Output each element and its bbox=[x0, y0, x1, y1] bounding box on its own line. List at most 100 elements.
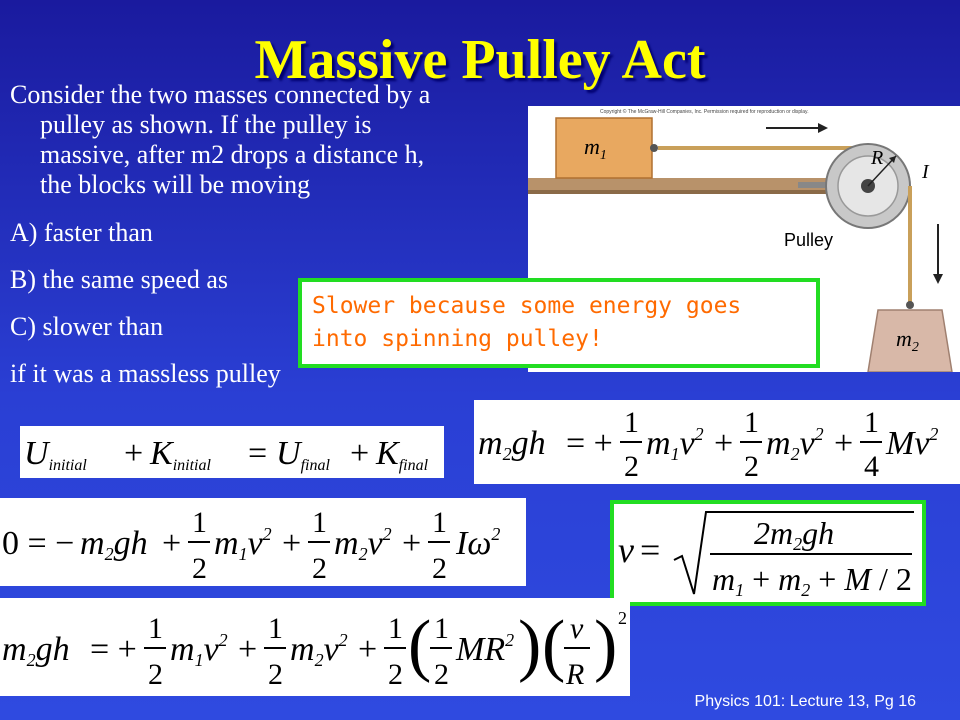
answer-callout: Slower because some energy goes into spi… bbox=[298, 278, 820, 368]
svg-text:=: = bbox=[248, 435, 267, 472]
table-surface bbox=[528, 178, 828, 192]
svg-text:2: 2 bbox=[624, 450, 639, 483]
svg-text:m1v2: m1v2 bbox=[646, 424, 704, 464]
svg-text:2: 2 bbox=[744, 450, 759, 483]
svg-text:m2gh: m2gh bbox=[80, 525, 148, 564]
equation-4-svg: v = 2m2gh m1 + m2 + M / 2 bbox=[618, 511, 914, 600]
radius-label: R bbox=[870, 147, 883, 169]
svg-text:Ufinal: Ufinal bbox=[276, 435, 330, 474]
block-m2 bbox=[867, 309, 953, 372]
copyright-text: Copyright © The McGraw-Hill Companies, I… bbox=[600, 108, 809, 115]
question-line: Consider the two masses connected by a bbox=[10, 80, 431, 109]
svg-text:1: 1 bbox=[624, 406, 639, 439]
m2-label: m2 bbox=[896, 326, 919, 355]
svg-text:Kfinal: Kfinal bbox=[375, 435, 429, 474]
svg-text:m2v2: m2v2 bbox=[334, 524, 392, 564]
answer-line: Slower because some energy goes bbox=[312, 293, 742, 319]
svg-text:1: 1 bbox=[388, 612, 403, 645]
block-m1 bbox=[555, 117, 653, 179]
slide-footer: Physics 101: Lecture 13, Pg 16 bbox=[694, 693, 916, 710]
svg-text:+: + bbox=[282, 525, 301, 562]
hook-m2 bbox=[906, 301, 914, 309]
svg-text:): ) bbox=[594, 607, 617, 684]
svg-text:2: 2 bbox=[434, 658, 449, 691]
svg-text:0 = −: 0 = − bbox=[2, 525, 74, 562]
question-line: the blocks will be moving bbox=[40, 170, 311, 199]
m1-label: m1 bbox=[584, 134, 607, 163]
option-a: A) faster than bbox=[10, 218, 153, 247]
current-label: I bbox=[921, 161, 930, 183]
svg-text:1: 1 bbox=[312, 506, 327, 539]
svg-text:2: 2 bbox=[432, 552, 447, 585]
svg-text:2: 2 bbox=[312, 552, 327, 585]
pulley-diagram: Copyright © The McGraw-Hill Companies, I… bbox=[528, 108, 953, 372]
svg-text:= +: = + bbox=[90, 631, 137, 668]
svg-text:1: 1 bbox=[148, 612, 163, 645]
svg-text:2m2gh: 2m2gh bbox=[754, 515, 834, 554]
table-edge bbox=[528, 190, 828, 194]
svg-text:Uinitial: Uinitial bbox=[24, 435, 87, 474]
svg-text:m2gh: m2gh bbox=[2, 631, 70, 670]
equation-5-svg: m2gh = + 12 m1v2 + 12 m2v2 + 12 ( 12 MR2… bbox=[2, 607, 627, 691]
svg-text:+: + bbox=[714, 425, 733, 462]
equation-2-svg: m2gh = + 1 2 m1v2 + 1 2 m2v2 + 1 4 Mv2 bbox=[478, 406, 938, 483]
svg-text:1: 1 bbox=[268, 612, 283, 645]
option-c: C) slower than bbox=[10, 312, 164, 341]
svg-text:1: 1 bbox=[432, 506, 447, 539]
equation-3-svg: 0 = − m2gh + 12 m1v2 + 12 m2v2 + 12 Iω2 bbox=[2, 506, 500, 585]
svg-text:+: + bbox=[834, 425, 853, 462]
svg-text:= +: = + bbox=[566, 425, 613, 462]
hook-m1 bbox=[650, 144, 658, 152]
svg-text:+: + bbox=[124, 435, 143, 472]
option-tail: if it was a massless pulley bbox=[10, 359, 281, 388]
svg-text:(: ( bbox=[542, 607, 565, 684]
svg-text:+: + bbox=[162, 525, 181, 562]
pulley-label: Pulley bbox=[784, 230, 833, 250]
svg-text:1: 1 bbox=[864, 406, 879, 439]
svg-text:R: R bbox=[565, 658, 584, 691]
equation-energy-conservation: Uinitial + Kinitial = Ufinal + Kfinal bbox=[20, 426, 444, 478]
radius-arrow bbox=[867, 155, 897, 187]
svg-text:m1 + m2 + M / 2: m1 + m2 + M / 2 bbox=[712, 561, 912, 600]
svg-text:m2v2: m2v2 bbox=[766, 424, 824, 464]
question-text: Consider the two masses connected by a p… bbox=[10, 80, 530, 389]
arrow-down-head bbox=[933, 274, 943, 284]
svg-text:1: 1 bbox=[434, 612, 449, 645]
svg-text:+: + bbox=[402, 525, 421, 562]
answer-line: into spinning pulley! bbox=[312, 326, 603, 352]
radius-arrow-head bbox=[889, 156, 896, 163]
svg-text:m2gh: m2gh bbox=[478, 425, 546, 464]
svg-text:Mv2: Mv2 bbox=[885, 424, 938, 462]
question-line: pulley as shown. If the pulley is bbox=[40, 110, 372, 139]
svg-text:(: ( bbox=[408, 607, 431, 684]
svg-text:v: v bbox=[618, 530, 634, 570]
svg-text:4: 4 bbox=[864, 450, 879, 483]
svg-text:2: 2 bbox=[388, 658, 403, 691]
svg-text:1: 1 bbox=[744, 406, 759, 439]
question-paragraph: Consider the two masses connected by a p… bbox=[10, 80, 530, 200]
equation-1-svg: Uinitial + Kinitial = Ufinal + Kfinal bbox=[24, 435, 429, 474]
svg-text:m1v2: m1v2 bbox=[170, 630, 228, 670]
svg-text:2: 2 bbox=[618, 608, 627, 628]
svg-text:+: + bbox=[350, 435, 369, 472]
svg-text:): ) bbox=[518, 607, 541, 684]
svg-text:Kinitial: Kinitial bbox=[149, 435, 211, 474]
option-b: B) the same speed as bbox=[10, 265, 229, 294]
svg-text:=: = bbox=[640, 530, 660, 570]
arrow-right-head bbox=[818, 123, 828, 133]
svg-text:2: 2 bbox=[148, 658, 163, 691]
svg-text:Iω2: Iω2 bbox=[455, 524, 500, 562]
svg-text:2: 2 bbox=[268, 658, 283, 691]
svg-text:1: 1 bbox=[192, 506, 207, 539]
equation-final-speed: v = 2m2gh m1 + m2 + M / 2 bbox=[610, 500, 926, 606]
question-line: massive, after m2 drops a distance h, bbox=[40, 140, 425, 169]
svg-text:MR2: MR2 bbox=[455, 630, 514, 668]
svg-text:+: + bbox=[238, 631, 257, 668]
svg-text:+: + bbox=[358, 631, 377, 668]
svg-text:v: v bbox=[570, 612, 584, 645]
svg-text:m2v2: m2v2 bbox=[290, 630, 348, 670]
equation-massive-pulley: m2gh = + 1 2 m1v2 + 1 2 m2v2 + 1 4 Mv2 bbox=[474, 400, 960, 484]
slide-title: Massive Pulley Act bbox=[254, 29, 706, 91]
svg-text:m1v2: m1v2 bbox=[214, 524, 272, 564]
